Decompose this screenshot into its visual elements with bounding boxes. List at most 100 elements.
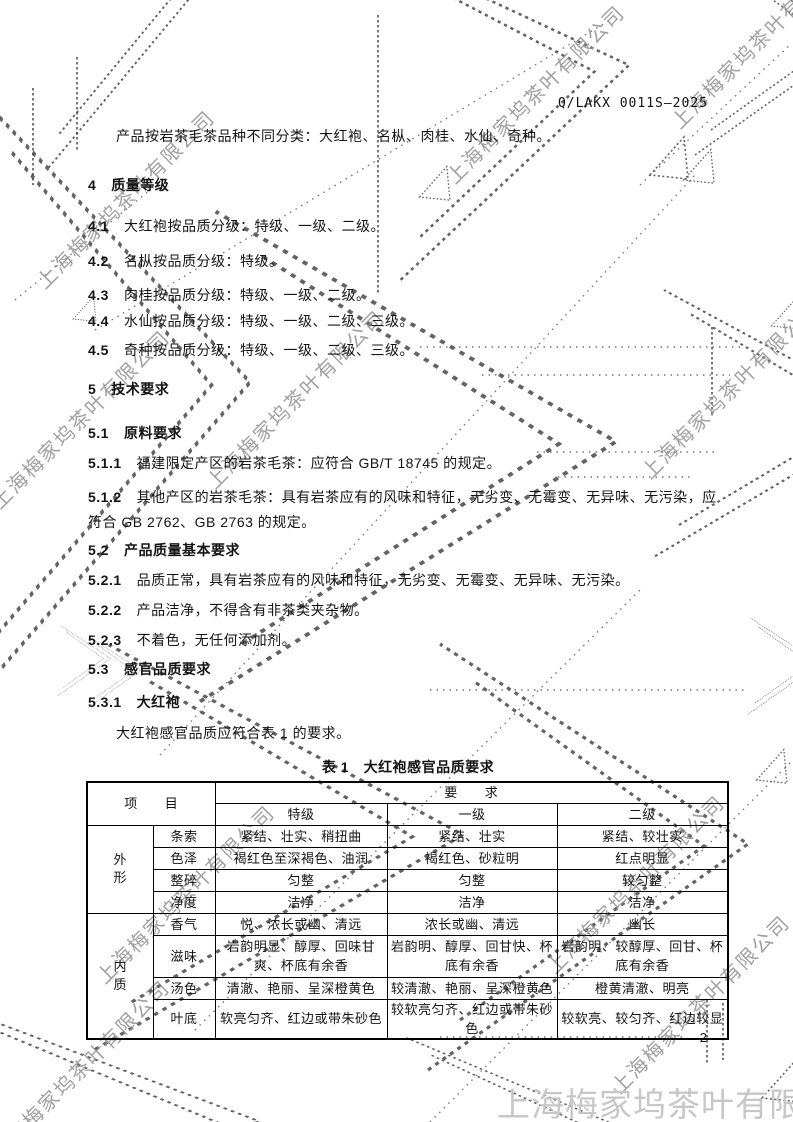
clause-text: 品质正常，具有岩茶应有的风味和特征，无劣变、无霉变、无异味、无污染。 <box>136 572 630 588</box>
table-cell: 浓长或幽、清远 <box>386 912 558 936</box>
standard-code: Q/LAKX 0011S—2025 <box>557 96 708 111</box>
clause-number: 5.1 <box>88 425 109 441</box>
watermark-dotted-line <box>429 759 793 1122</box>
clause-5-heading: 5 技术要求 <box>88 379 728 399</box>
watermark-triangle <box>747 618 793 715</box>
table-cell: 紧结、壮实 <box>386 824 558 848</box>
table-cell: 幽长 <box>556 912 729 936</box>
clause-5-2-1: 5.2.1 品质正常，具有岩茶应有的风味和特征，无劣变、无霉变、无异味、无污染。 <box>88 570 728 590</box>
page-number: 2 <box>699 1030 707 1045</box>
clause-4-1: 4.1 大红袍按品质分级：特级、一级、二级。 <box>88 216 728 236</box>
table-cell: 紧结、壮实、稍扭曲 <box>214 824 388 848</box>
clause-number: 5 <box>88 381 97 397</box>
intro-paragraph: 产品按岩茶毛茶品种不同分类：大红袍、名枞、肉桂、水仙、奇种。 <box>116 128 551 144</box>
table-cell: 褐红色、砂粒明 <box>386 846 558 870</box>
category-cell: 外形 <box>86 824 154 914</box>
table-cell: 较清澈、艳丽、呈深橙黄色 <box>386 976 558 1000</box>
clause-5-2-3: 5.2.3 不着色，无任何添加剂。 <box>88 630 728 650</box>
watermark-dotted-line <box>94 19 611 331</box>
clause-text: 其他产区的岩茶毛茶：具有岩茶应有的风味和特征，无劣变、无霉变、无异味、无污染，应… <box>88 489 717 530</box>
clause-number: 5.3 <box>88 661 109 677</box>
clause-number: 5.1.1 <box>88 455 122 471</box>
clause-number: 5.2.3 <box>88 632 122 648</box>
grade-col-first: 一级 <box>386 802 558 826</box>
attribute-cell: 汤色 <box>152 976 216 1000</box>
clause-title: 技术要求 <box>111 381 170 397</box>
table-cell: 洁净 <box>386 890 558 914</box>
clause-number: 5.3.1 <box>88 694 122 710</box>
clause-text: 产品洁净，不得含有非茶类夹杂物。 <box>136 602 369 618</box>
table-cell: 悦、浓长或幽、清远 <box>214 912 388 936</box>
attribute-cell: 叶底 <box>152 998 216 1039</box>
category-label: 内质 <box>113 958 127 992</box>
category-cell: 内质 <box>86 912 154 1039</box>
clause-text: 肉桂按品质分级：特级、一级、二级。 <box>123 287 371 303</box>
clause-text: 大红袍按品质分级：特级、一级、二级。 <box>123 218 385 234</box>
watermark-dotted-line <box>159 174 696 756</box>
clause-title: 大红袍 <box>136 694 181 710</box>
table-cell: 岩韵明、醇厚、回甘快、杯底有余香 <box>386 934 558 978</box>
table-cell: 岩韵明显、醇厚、回味甘爽、杯底有余香 <box>214 934 388 978</box>
table-row: 净度 洁净 洁净 洁净 <box>87 890 729 914</box>
table-header-row: 项 目 要 求 <box>86 781 729 826</box>
table-row: 整碎 匀整 匀整 较匀整 <box>87 868 729 892</box>
table-cell: 紧结、较壮实 <box>556 824 729 848</box>
grade-col-special: 特级 <box>214 802 388 826</box>
clause-title: 质量等级 <box>111 177 170 193</box>
clause-5-2-heading: 5.2 产品质量基本要求 <box>88 540 728 560</box>
table-cell: 橙黄清澈、明亮 <box>556 976 729 1000</box>
clause-number: 5.1.2 <box>88 489 122 505</box>
table-caption: 表 1 大红袍感官品质要求 <box>321 759 495 775</box>
clause-number: 5.2.1 <box>88 572 122 588</box>
clause-5-3-1-heading: 5.3.1 大红袍 <box>88 692 728 712</box>
clause-text: 福建限定产区的岩茶毛茶：应符合 GB/T 18745 的规定。 <box>136 455 502 471</box>
attribute-cell: 滋味 <box>152 934 216 978</box>
table-row: 汤色 清澈、艳丽、呈深橙黄色 较清澈、艳丽、呈深橙黄色 橙黄清澈、明亮 <box>87 976 729 1000</box>
company-watermark-footer: 上海梅家坞茶叶有限公司 <box>497 1086 793 1122</box>
table-cell: 较软亮匀齐、红边或带朱砂色 <box>386 998 558 1039</box>
clause-text: 名枞按品质分级：特级。 <box>123 253 284 269</box>
clause-title: 原料要求 <box>123 425 182 441</box>
table-row: 内质 香气 悦、浓长或幽、清远 浓长或幽、清远 幽长 <box>86 912 729 1039</box>
category-label: 外形 <box>113 852 127 885</box>
clause-5-3-heading: 5.3 感官品质要求 <box>88 659 728 679</box>
sensory-quality-table: 项 目 要 求 特级 一级 二级 外形 条索 紧结、壮实、稍扭曲 紧结、壮实 紧… <box>86 781 730 1040</box>
table-cell: 软亮匀齐、红边或带朱砂色 <box>214 998 388 1039</box>
table-cell: 洁净 <box>556 890 729 914</box>
clause-number: 5.2.2 <box>88 602 122 618</box>
table-cell: 岩韵明、较醇厚、回甘、杯底有余香 <box>556 934 729 978</box>
table-cell: 清澈、艳丽、呈深橙黄色 <box>214 976 388 1000</box>
clause-text: 水仙按品质分级：特级、一级、二级、三级。 <box>123 313 414 329</box>
attribute-cell: 香气 <box>152 912 216 936</box>
clause-title: 感官品质要求 <box>123 661 211 677</box>
table-cell: 较匀整 <box>556 868 729 892</box>
clause-number: 5.2 <box>88 542 109 558</box>
attribute-cell: 整碎 <box>152 868 216 892</box>
table-row: 叶底 软亮匀齐、红边或带朱砂色 较软亮匀齐、红边或带朱砂色 较软亮、较匀齐、红边… <box>87 998 729 1039</box>
clause-title: 产品质量基本要求 <box>123 542 240 558</box>
clause-4-2: 4.2 名枞按品质分级：特级。 <box>88 251 728 271</box>
table-row: 外形 条索 紧结、壮实、稍扭曲 紧结、壮实 紧结、较壮实 <box>86 824 729 914</box>
clause-number: 4.5 <box>88 342 109 358</box>
attribute-cell: 条索 <box>152 824 216 848</box>
table-cell: 匀整 <box>386 868 558 892</box>
attribute-cell: 净度 <box>152 890 216 914</box>
clause-number: 4.1 <box>88 218 109 234</box>
clause-number: 4.4 <box>88 313 109 329</box>
clause-number: 4 <box>88 177 97 193</box>
table-header-requirement: 要 求 <box>214 781 729 804</box>
clause-4-3: 4.3 肉桂按品质分级：特级、一级、二级。 <box>88 285 728 305</box>
clause-text: 不着色，无任何添加剂。 <box>136 632 297 648</box>
table-row: 色泽 褐红色至深褐色、油润 褐红色、砂粒明 红点明显 <box>87 846 729 870</box>
table-cell: 褐红色至深褐色、油润 <box>214 846 388 870</box>
attribute-cell: 色泽 <box>152 846 216 870</box>
table-row: 滋味 岩韵明显、醇厚、回味甘爽、杯底有余香 岩韵明、醇厚、回甘快、杯底有余香 岩… <box>87 934 729 978</box>
clause-number: 4.2 <box>88 253 109 269</box>
clause-number: 4.3 <box>88 287 109 303</box>
document-body: 产品按岩茶毛茶品种不同分类：大红袍、名枞、肉桂、水仙、奇种。 4 质量等级 4.1… <box>86 0 730 1040</box>
watermark-small-triangle <box>755 748 788 784</box>
table-cell: 红点明显 <box>556 846 729 870</box>
